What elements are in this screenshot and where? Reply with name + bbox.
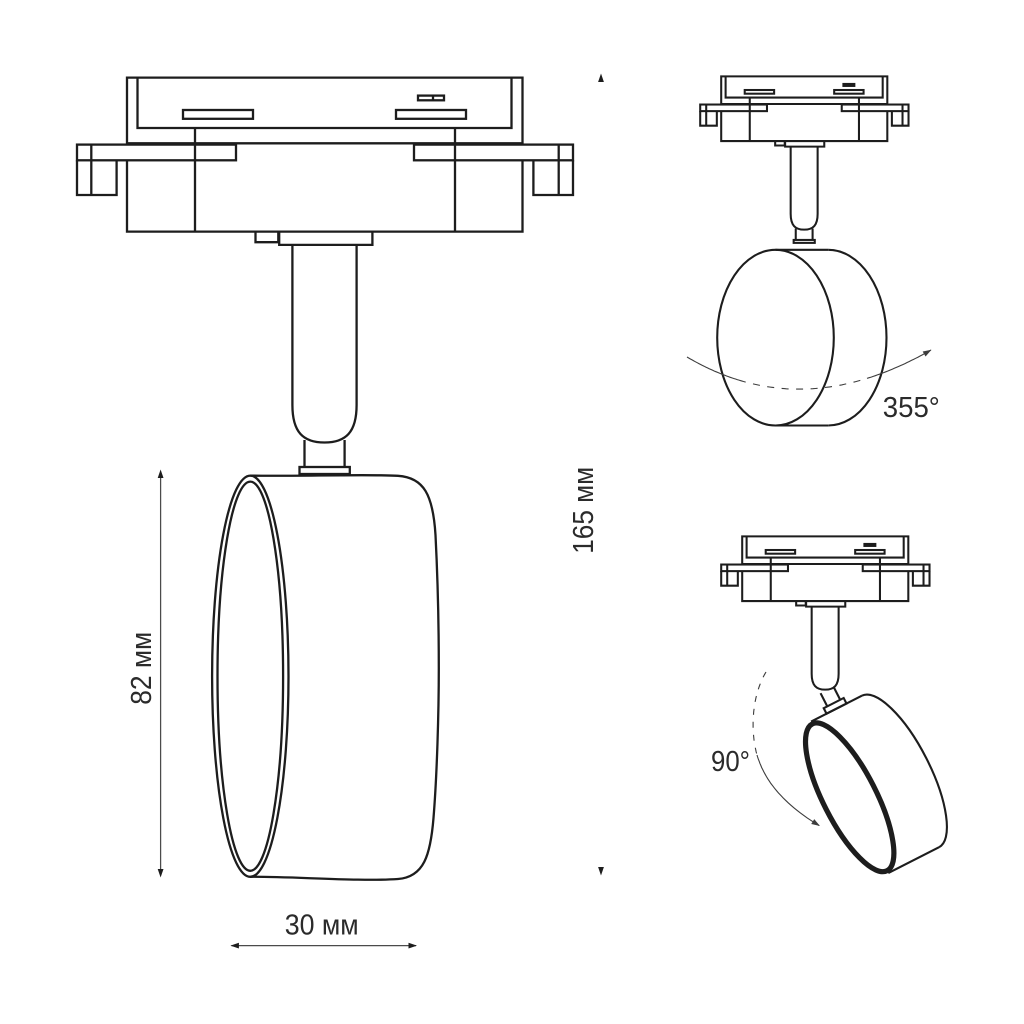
svg-text:355°: 355° bbox=[883, 392, 940, 424]
svg-text:165 мм: 165 мм bbox=[568, 467, 600, 554]
svg-text:82 мм: 82 мм bbox=[126, 632, 158, 705]
svg-text:30 мм: 30 мм bbox=[285, 910, 359, 942]
svg-text:90°: 90° bbox=[711, 746, 750, 778]
